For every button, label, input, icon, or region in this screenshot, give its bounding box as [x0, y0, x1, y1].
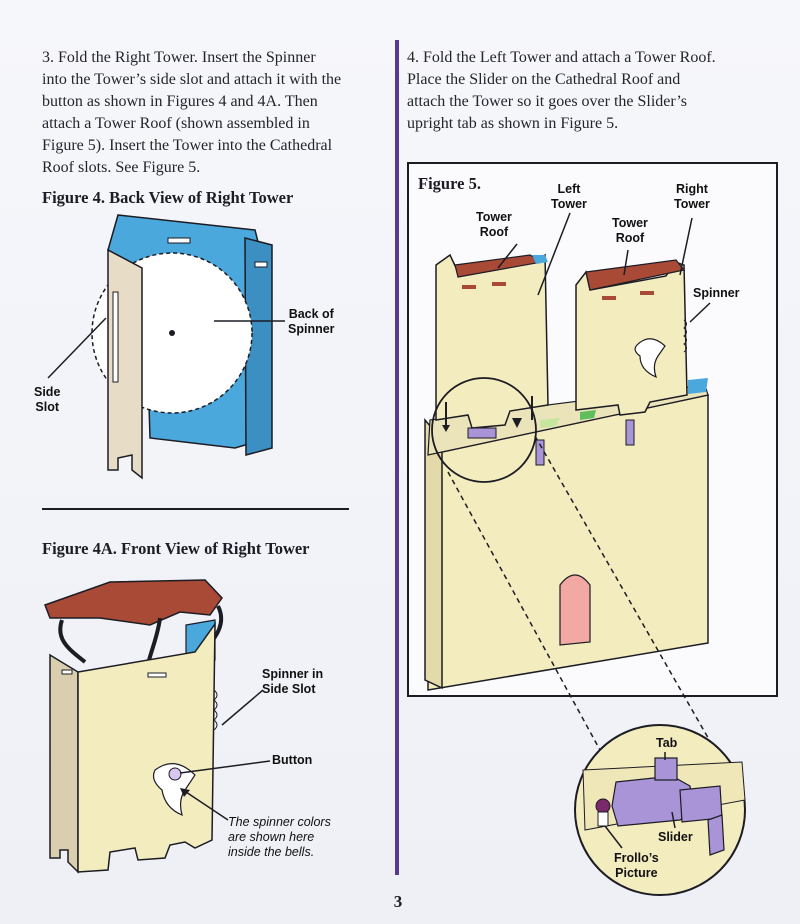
- right-tower-roof: [585, 259, 686, 291]
- label-tab: Tab: [656, 736, 678, 750]
- figure-4-title: Figure 4. Back View of Right Tower: [42, 188, 294, 207]
- step-3-line-5: Figure 5). Insert the Tower into the Cat…: [42, 137, 333, 154]
- label-frollos-picture: Frollo’s Picture: [614, 851, 659, 880]
- step-3-line-4: attach a Tower Roof (shown assembled in: [42, 115, 310, 132]
- label-left-tower: Left Tower: [551, 182, 587, 211]
- frollo-picture: [595, 798, 611, 814]
- label-right-tower: Right Tower: [674, 182, 710, 211]
- bell-window: [152, 763, 196, 817]
- side-slot: [112, 291, 119, 383]
- figure-5-title: Figure 5.: [418, 174, 481, 193]
- page-number: 3: [393, 892, 403, 911]
- label-side-slot: Side Slot: [34, 385, 61, 414]
- label-tower-roof-left: Tower Roof: [476, 210, 512, 239]
- step-4-instructions: 4. Fold the Left Tower and attach a Towe…: [407, 47, 777, 135]
- cathedral-door: [559, 574, 591, 646]
- step-4-line-3: attach the Tower so it goes over the Sli…: [407, 93, 687, 110]
- tower-right-panel: [244, 237, 273, 456]
- zoom-side-tab: [707, 814, 725, 856]
- step-4-line-1: 4. Fold the Left Tower and attach a Towe…: [407, 49, 716, 66]
- section-rule: [42, 508, 349, 510]
- step-3-line-6: Roof slots. See Figure 5.: [42, 159, 201, 176]
- label-spinner-in-side-slot: Spinner in Side Slot: [262, 667, 324, 696]
- spinner-color-note: The spinner colors are shown here inside…: [228, 815, 331, 859]
- step-3-line-2: into the Tower’s side slot and attach it…: [42, 71, 342, 88]
- column-divider: [395, 40, 399, 875]
- label-button: Button: [272, 753, 313, 767]
- label-spinner: Spinner: [693, 286, 740, 300]
- step-3-line-3: button as shown in Figures 4 and 4A. The…: [42, 93, 318, 110]
- label-tower-roof-right: Tower Roof: [612, 216, 648, 245]
- tower-roof-piece: [44, 579, 223, 626]
- label-slider: Slider: [658, 830, 693, 844]
- label-back-of-spinner: Back of Spinner: [288, 307, 335, 336]
- step-3-instructions: 3. Fold the Right Tower. Insert the Spin…: [42, 47, 387, 179]
- zoom-detail: [574, 724, 746, 896]
- right-tower-bell: [634, 338, 666, 379]
- insert-arrow-left: [58, 619, 87, 664]
- spinner-button: [168, 767, 182, 781]
- cathedral-side: [424, 417, 443, 690]
- detail-circle: [431, 377, 537, 483]
- step-3-line-1: 3. Fold the Right Tower. Insert the Spin…: [42, 49, 316, 66]
- step-4-line-4: upright tab as shown in Figure 5.: [407, 115, 619, 132]
- step-4-line-2: Place the Slider on the Cathedral Roof a…: [407, 71, 681, 88]
- zoom-tab: [654, 757, 678, 781]
- figure-4a-title: Figure 4A. Front View of Right Tower: [42, 539, 310, 558]
